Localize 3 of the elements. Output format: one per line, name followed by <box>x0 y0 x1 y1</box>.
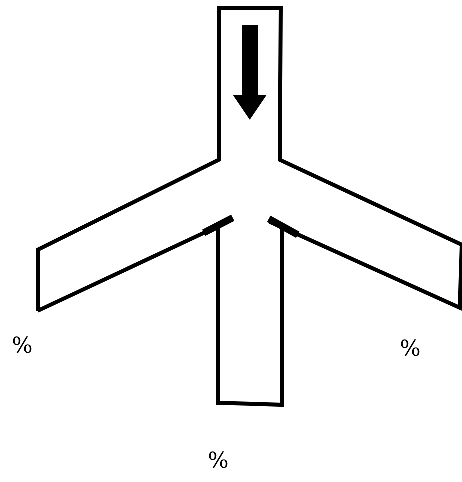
percent-label: % <box>208 450 229 474</box>
percent-label: % <box>400 338 421 362</box>
percent-label: % <box>12 335 33 359</box>
